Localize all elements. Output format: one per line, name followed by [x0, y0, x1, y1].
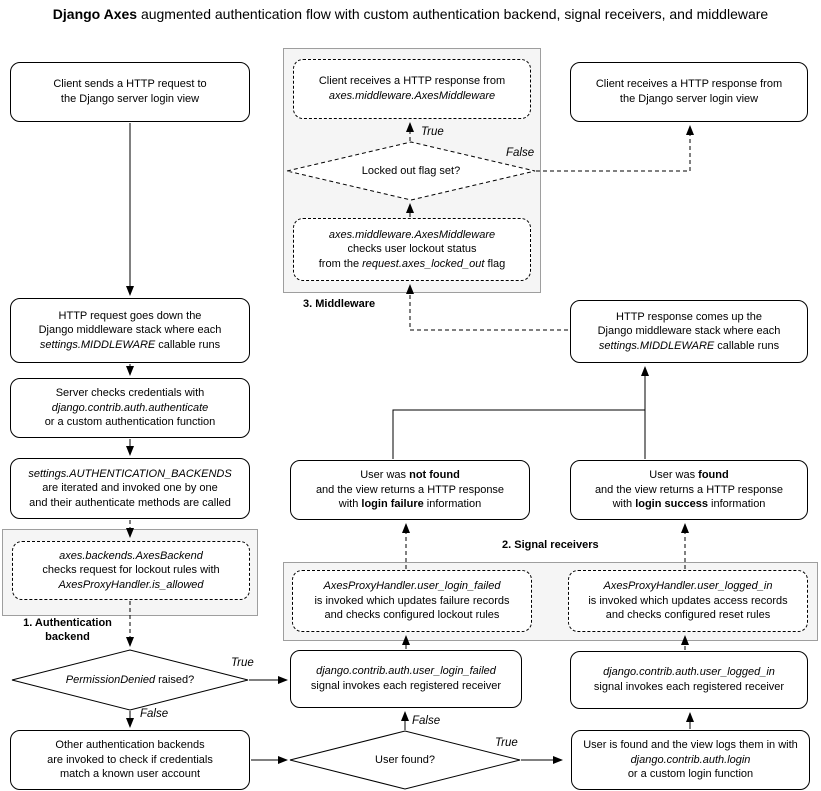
node-line: django.contrib.auth.user_login_failed	[316, 665, 496, 678]
node-line: and checks configured lockout rules	[324, 609, 500, 622]
node-line: settings.MIDDLEWARE callable runs	[598, 339, 780, 352]
edge-label-false: False	[412, 715, 441, 727]
node-axes-checks-lockout: axes.middleware.AxesMiddleware checks us…	[293, 218, 531, 281]
node-signal-login-failed: django.contrib.auth.user_login_failed si…	[290, 650, 522, 708]
node-line: Client receives a HTTP response from	[318, 75, 506, 88]
section-label-middleware: 3. Middleware	[303, 298, 376, 310]
node-backends-iterated: settings.AUTHENTICATION_BACKENDS are ite…	[10, 458, 250, 519]
node-line: checks user lockout status	[347, 243, 477, 256]
node-line: is invoked which updates access records	[588, 594, 788, 607]
node-line: and checks configured reset rules	[605, 609, 771, 622]
permission-denied-question: PermissionDenied raised?	[65, 674, 195, 686]
node-user-not-found: User was not found and the view returns …	[290, 460, 530, 520]
node-line: django.contrib.auth.login	[630, 753, 751, 766]
edge-label-true: True	[421, 126, 444, 138]
node-line: axes.middleware.AxesMiddleware	[328, 228, 496, 241]
node-client-request: Client sends a HTTP request to the Djang…	[10, 62, 250, 122]
node-line: django.contrib.auth.authenticate	[51, 401, 209, 414]
node-line: Other authentication backends	[55, 739, 205, 752]
node-line: is invoked which updates failure records	[314, 594, 510, 607]
node-line: with login success information	[612, 498, 766, 511]
node-response-up-middleware: HTTP response comes up the Django middle…	[570, 300, 808, 363]
node-request-down-middleware: HTTP request goes down the Django middle…	[10, 298, 250, 363]
node-line: Django middleware stack where each	[38, 324, 222, 337]
node-other-backends: Other authentication backends are invoke…	[10, 730, 250, 790]
diagram-title: Django Axes augmented authentication flo…	[0, 6, 821, 22]
node-line: and the view returns a HTTP response	[315, 483, 505, 496]
node-axes-backend: axes.backends.AxesBackend checks request…	[12, 541, 250, 600]
node-line: settings.MIDDLEWARE callable runs	[39, 338, 221, 351]
edge-label-true: True	[231, 657, 254, 669]
node-line: HTTP request goes down the	[58, 309, 202, 322]
node-line: axes.middleware.AxesMiddleware	[328, 90, 496, 102]
node-line: AxesProxyHandler.user_logged_in	[603, 580, 773, 593]
title-brand: Django Axes	[52, 6, 138, 22]
edge-label-false: False	[140, 708, 169, 720]
node-server-checks: Server checks credentials with django.co…	[10, 378, 250, 438]
node-line: HTTP response comes up the	[616, 310, 762, 323]
node-user-logs-in: User is found and the view logs them in …	[571, 730, 810, 790]
node-line: User was not found	[360, 469, 460, 482]
title-rest: augmented authentication flow with custo…	[137, 6, 769, 22]
node-proxy-login-failed: AxesProxyHandler.user_login_failed is in…	[292, 570, 532, 632]
node-line: AxesProxyHandler.is_allowed	[58, 578, 204, 591]
node-line: Client sends a HTTP request to	[53, 78, 207, 91]
edge-label-true: True	[495, 737, 518, 749]
node-signal-logged-in: django.contrib.auth.user_logged_in signa…	[570, 651, 808, 709]
node-line: django.contrib.auth.user_logged_in	[603, 666, 775, 679]
node-client-response-django: Client receives a HTTP response from the…	[570, 62, 808, 122]
node-line: the Django server login view	[60, 93, 200, 105]
node-line: Django middleware stack where each	[597, 325, 781, 338]
node-line: and the view returns a HTTP response	[594, 483, 784, 496]
locked-out-question: Locked out flag set?	[361, 165, 461, 177]
node-line: User was found	[649, 469, 729, 482]
node-line: from the request.axes_locked_out flag	[318, 257, 506, 270]
node-line: and their authenticate methods are calle…	[29, 496, 231, 509]
node-line: axes.backends.AxesBackend	[59, 549, 203, 562]
node-line: are iterated and invoked one by one	[42, 482, 218, 495]
node-line: settings.AUTHENTICATION_BACKENDS	[28, 467, 232, 480]
node-client-response-axes: Client receives a HTTP response from axe…	[293, 59, 531, 119]
node-line: signal invokes each registered receiver	[310, 680, 502, 692]
node-line: checks request for lockout rules with	[42, 564, 220, 577]
node-line: match a known user account	[59, 768, 201, 781]
node-line: signal invokes each registered receiver	[593, 681, 785, 693]
section-label-auth-backend: 1. Authentication backend	[23, 617, 112, 643]
node-line: or a custom authentication function	[44, 416, 216, 429]
node-line: are invoked to check if credentials	[47, 753, 213, 766]
edge-label-false: False	[506, 147, 535, 159]
node-line: User is found and the view logs them in …	[583, 739, 798, 752]
node-user-found: User was found and the view returns a HT…	[570, 460, 808, 520]
section-label-signal-receivers: 2. Signal receivers	[502, 539, 599, 551]
user-found-question: User found?	[375, 754, 435, 766]
node-line: Server checks credentials with	[55, 387, 205, 400]
node-line: with login failure information	[338, 498, 482, 511]
node-line: AxesProxyHandler.user_login_failed	[323, 580, 501, 593]
node-line: the Django server login view	[619, 93, 759, 105]
node-line: Client receives a HTTP response from	[595, 78, 783, 91]
node-line: or a custom login function	[627, 768, 754, 781]
node-proxy-logged-in: AxesProxyHandler.user_logged_in is invok…	[568, 570, 808, 632]
